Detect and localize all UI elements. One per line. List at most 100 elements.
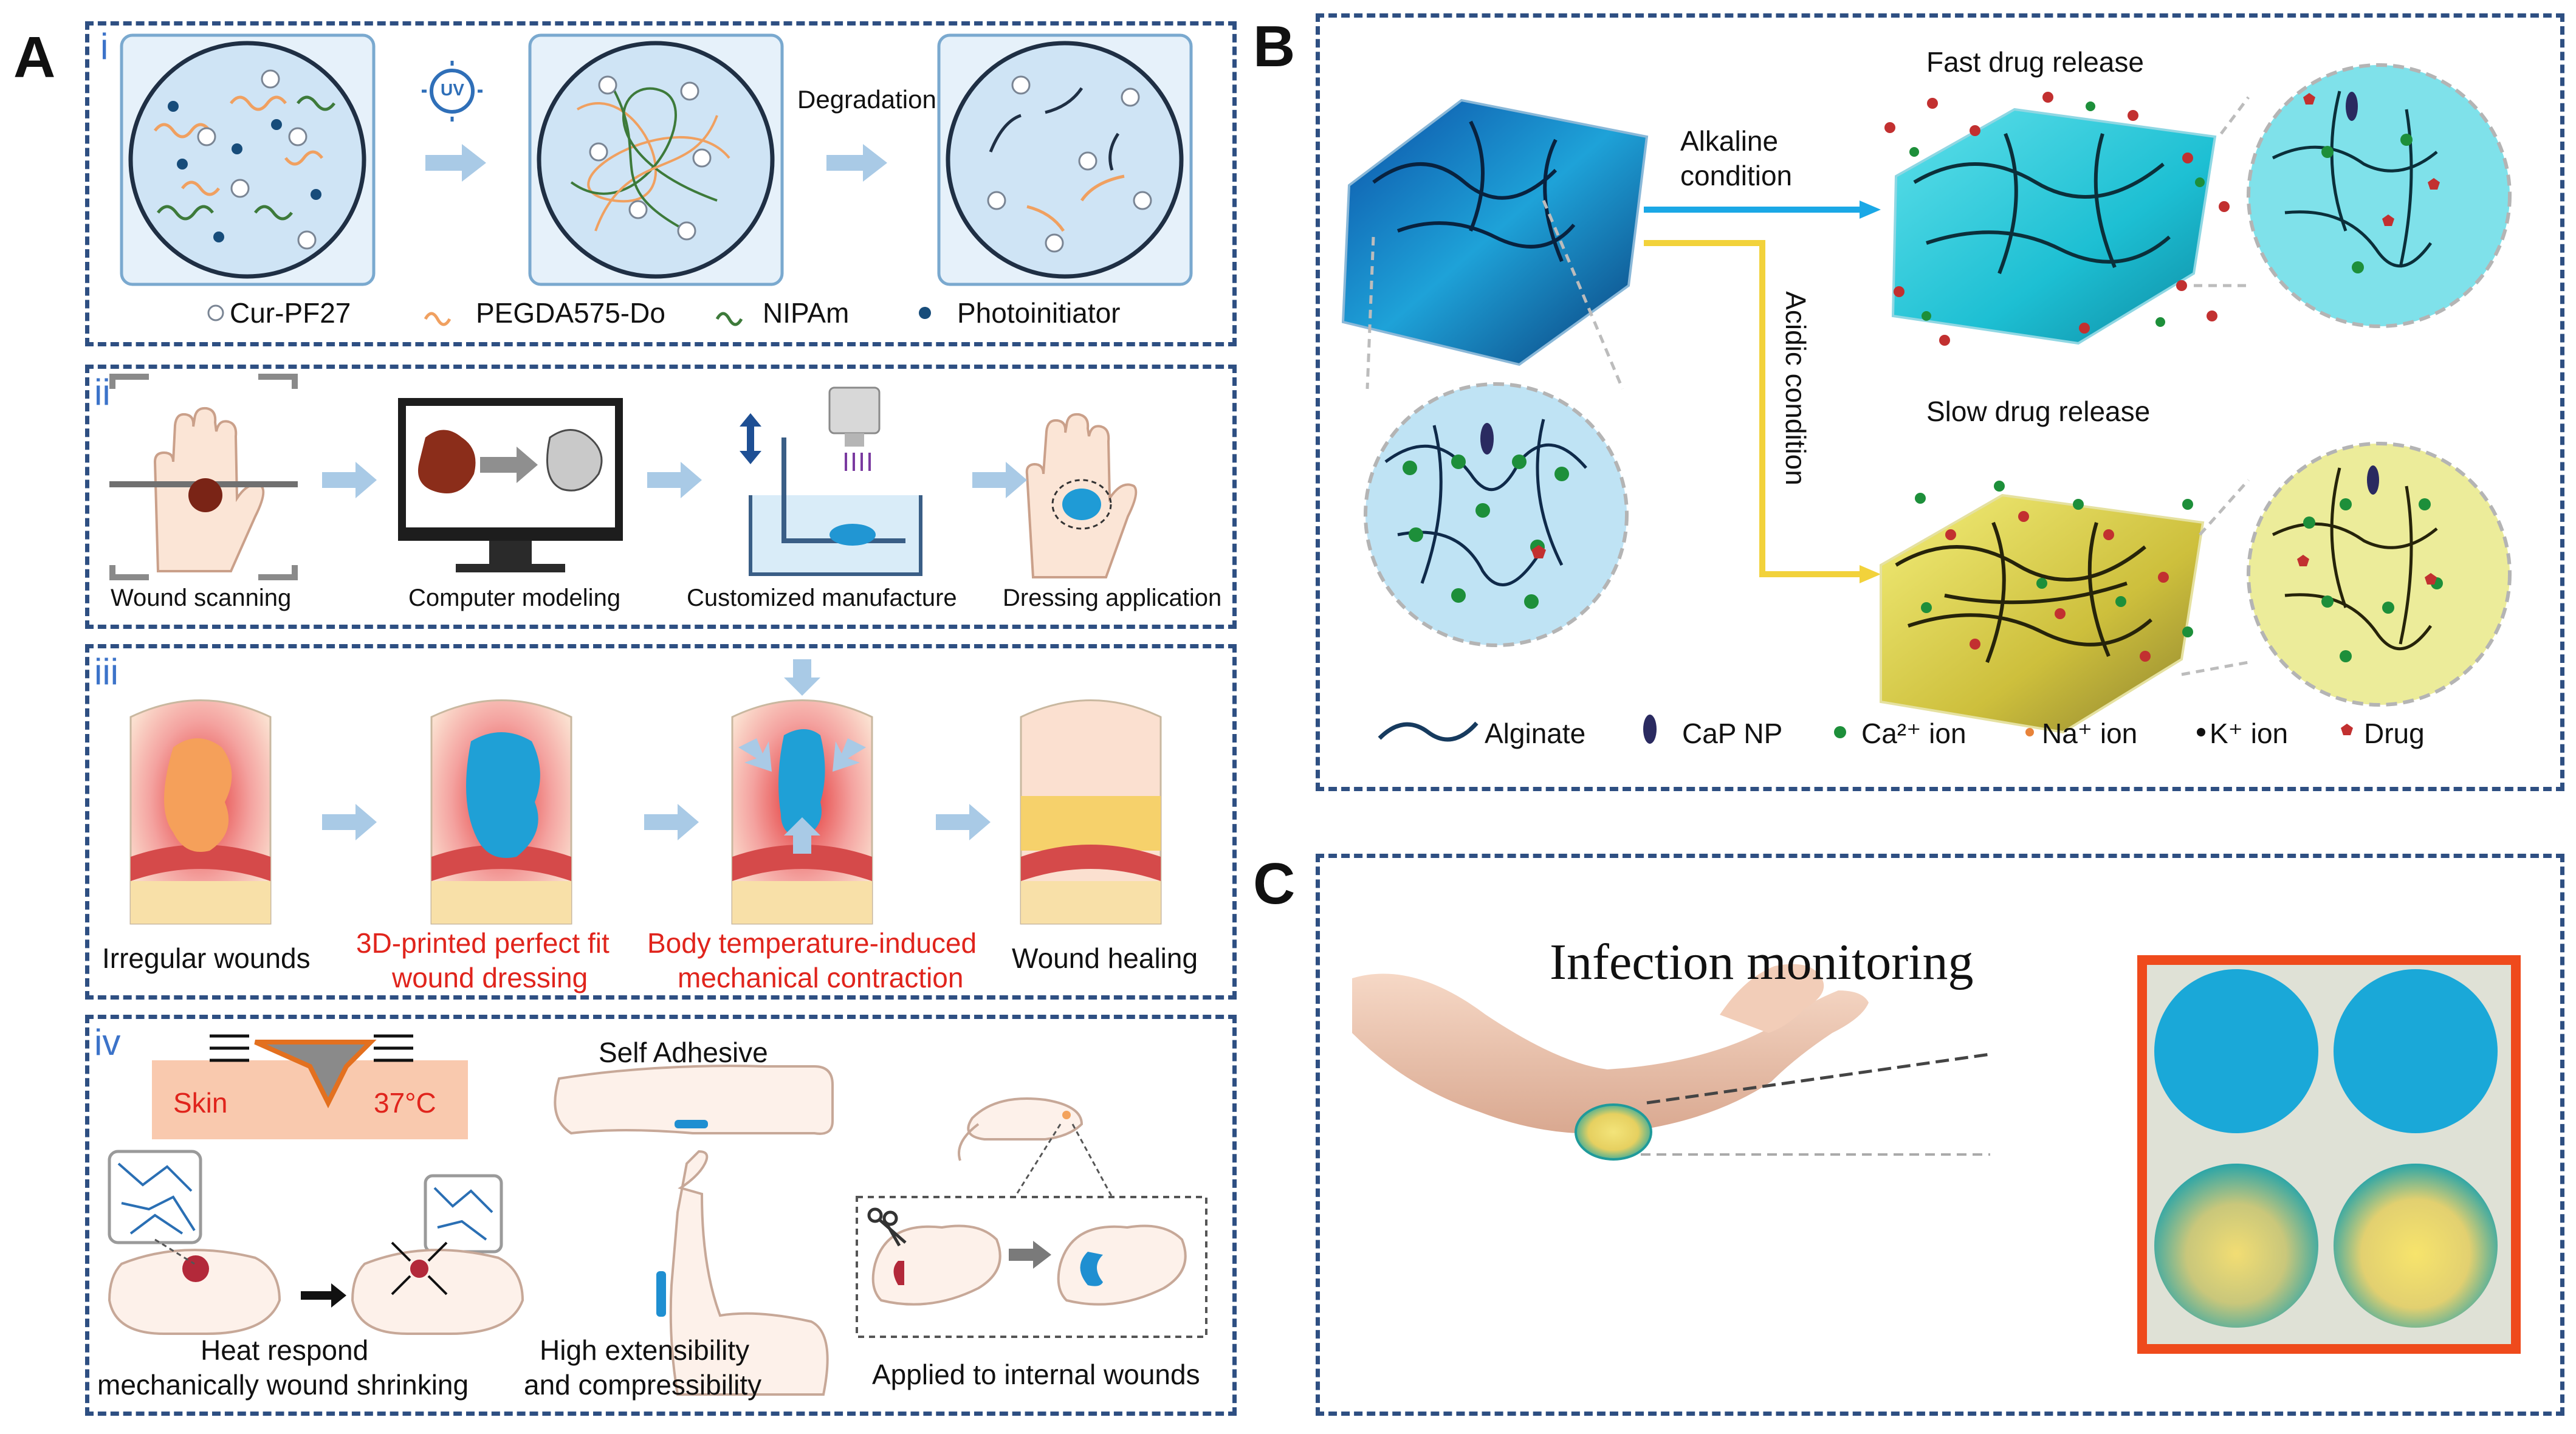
legend-na-ion: Na⁺ ion (2042, 718, 2138, 749)
inset-drugs-cyan (2303, 93, 2440, 226)
alkaline-label-1: Alkaline (1680, 125, 1779, 157)
mesh-model-icon (546, 429, 603, 492)
legend-photoinitiator: Photoinitiator (957, 297, 1121, 329)
monitor-neck (489, 541, 532, 565)
yellow-network (1895, 521, 2152, 664)
wound-icon (188, 478, 222, 512)
liver-icon-1 (871, 1224, 1001, 1306)
legend-nipam: NIPAm (763, 297, 850, 329)
degraded-micelles (987, 75, 1152, 253)
zoom-line-3b (1071, 1124, 1113, 1198)
orange-chain-icon (424, 312, 452, 326)
pre-gel-contents (154, 95, 335, 221)
panel-letter-c: C (1253, 851, 1296, 916)
muscle-layer-2 (431, 845, 571, 881)
fat-layer-2 (431, 881, 571, 924)
panel-a-iv: iv (85, 1015, 1237, 1416)
inset-ions-yellow (2303, 498, 2443, 662)
wound-model-icon (418, 430, 476, 493)
adhesion-arrows-icon (210, 1034, 413, 1062)
alginate-line-icon (1378, 721, 1479, 742)
liver-inset (856, 1196, 1207, 1338)
cyan-network (1913, 132, 2171, 275)
slow-release-label: Slow drug release (1926, 396, 2151, 427)
a-iii-arrow-2 (644, 804, 699, 840)
disc-infected-1 (2154, 1164, 2318, 1328)
skin-wound-icon (254, 1040, 377, 1108)
a-ii-arrow-2 (647, 462, 702, 498)
wound-healing-label: Wound healing (1012, 942, 1198, 974)
mouse-wound (1062, 1111, 1071, 1119)
inset-drug-blue (1531, 545, 1546, 558)
panel-a-i-label: i (100, 26, 109, 67)
print-nozzle (845, 433, 864, 447)
panel-a-ii: ii (85, 365, 1237, 629)
crosslinked-network (570, 78, 730, 232)
blue-network (1372, 120, 1576, 262)
healed-fat-layer (1021, 796, 1161, 851)
inset-line-cyan-1 (2220, 96, 2250, 135)
self-adhesive-label: Self Adhesive (599, 1037, 768, 1068)
contracted-dressing (778, 729, 825, 839)
liver-dressing (1080, 1252, 1103, 1286)
a-iii-arrow-1 (322, 804, 377, 840)
contraction-arrows-icon (738, 659, 866, 854)
forearm-image (1352, 973, 1869, 1134)
extensibility-label-1: High extensibility (540, 1334, 750, 1366)
panel-letter-a: A (13, 25, 56, 90)
contraction-label-2: mechanical contraction (678, 962, 964, 993)
step-wound-scanning: Wound scanning (111, 585, 292, 611)
heat-respond-label-2: mechanically wound shrinking (97, 1369, 469, 1401)
legend-cur-pf27: Cur-PF27 (230, 297, 351, 329)
shrink-arrows-icon (391, 1241, 448, 1295)
dressing-outline (1051, 479, 1112, 530)
pig-icon-1 (108, 1249, 281, 1335)
adhesive-strip (675, 1120, 708, 1128)
a-i-arrow-1 (425, 144, 486, 182)
printed-dressing-fill (466, 732, 540, 858)
alkaline-label-2: condition (1680, 160, 1793, 191)
skin-block (152, 1060, 468, 1139)
uv-light-icon (845, 453, 871, 471)
slow-release-particles (1945, 511, 2169, 662)
arm-icon-1 (554, 1065, 834, 1135)
hand-image (1720, 964, 1824, 1033)
fat-layer-4 (1021, 881, 1161, 924)
contraction-label-1: Body temperature-induced (647, 927, 977, 959)
uv-label: UV (441, 80, 464, 99)
heat-respond-label-1: Heat respond (201, 1334, 369, 1366)
degradation-label: Degradation (797, 85, 936, 114)
legend-pegda: PEGDA575-Do (476, 297, 665, 329)
extensibility-label-2: and compressibility (524, 1369, 762, 1401)
pig-icon-2 (351, 1249, 524, 1335)
temperature-label: 37°C (374, 1087, 436, 1119)
acidic-arrowhead (1860, 565, 1881, 583)
skin-label: Skin (173, 1087, 228, 1119)
green-dot-icon (1834, 726, 1846, 738)
infection-monitoring-title: Infection monitoring (1550, 934, 1974, 990)
disc-blue-1 (2154, 969, 2318, 1133)
panel-a-i: i (85, 21, 1237, 346)
mouse-icon (967, 1097, 1084, 1141)
hydrogel-block-blue (1341, 98, 1649, 366)
internal-wounds-label: Applied to internal wounds (872, 1359, 1200, 1390)
z-axis-arrow-icon (740, 413, 761, 464)
irregular-wound-shape (164, 738, 232, 852)
applied-dressing (1062, 489, 1101, 520)
inset-line-blue-1 (1365, 236, 1375, 389)
orange-dot-icon (2025, 728, 2034, 736)
inset-drugs-yellow (2297, 555, 2437, 585)
black-dot-icon (2197, 728, 2205, 736)
legend-drug: Drug (2364, 718, 2425, 749)
elbow-strip (656, 1271, 666, 1317)
hydrogel-block-yellow (1880, 493, 2205, 734)
fast-release-particles (1884, 92, 2230, 346)
muscle-layer-3 (732, 845, 872, 881)
muscle-layer-1 (131, 845, 270, 881)
blue-dot-icon (919, 307, 931, 319)
